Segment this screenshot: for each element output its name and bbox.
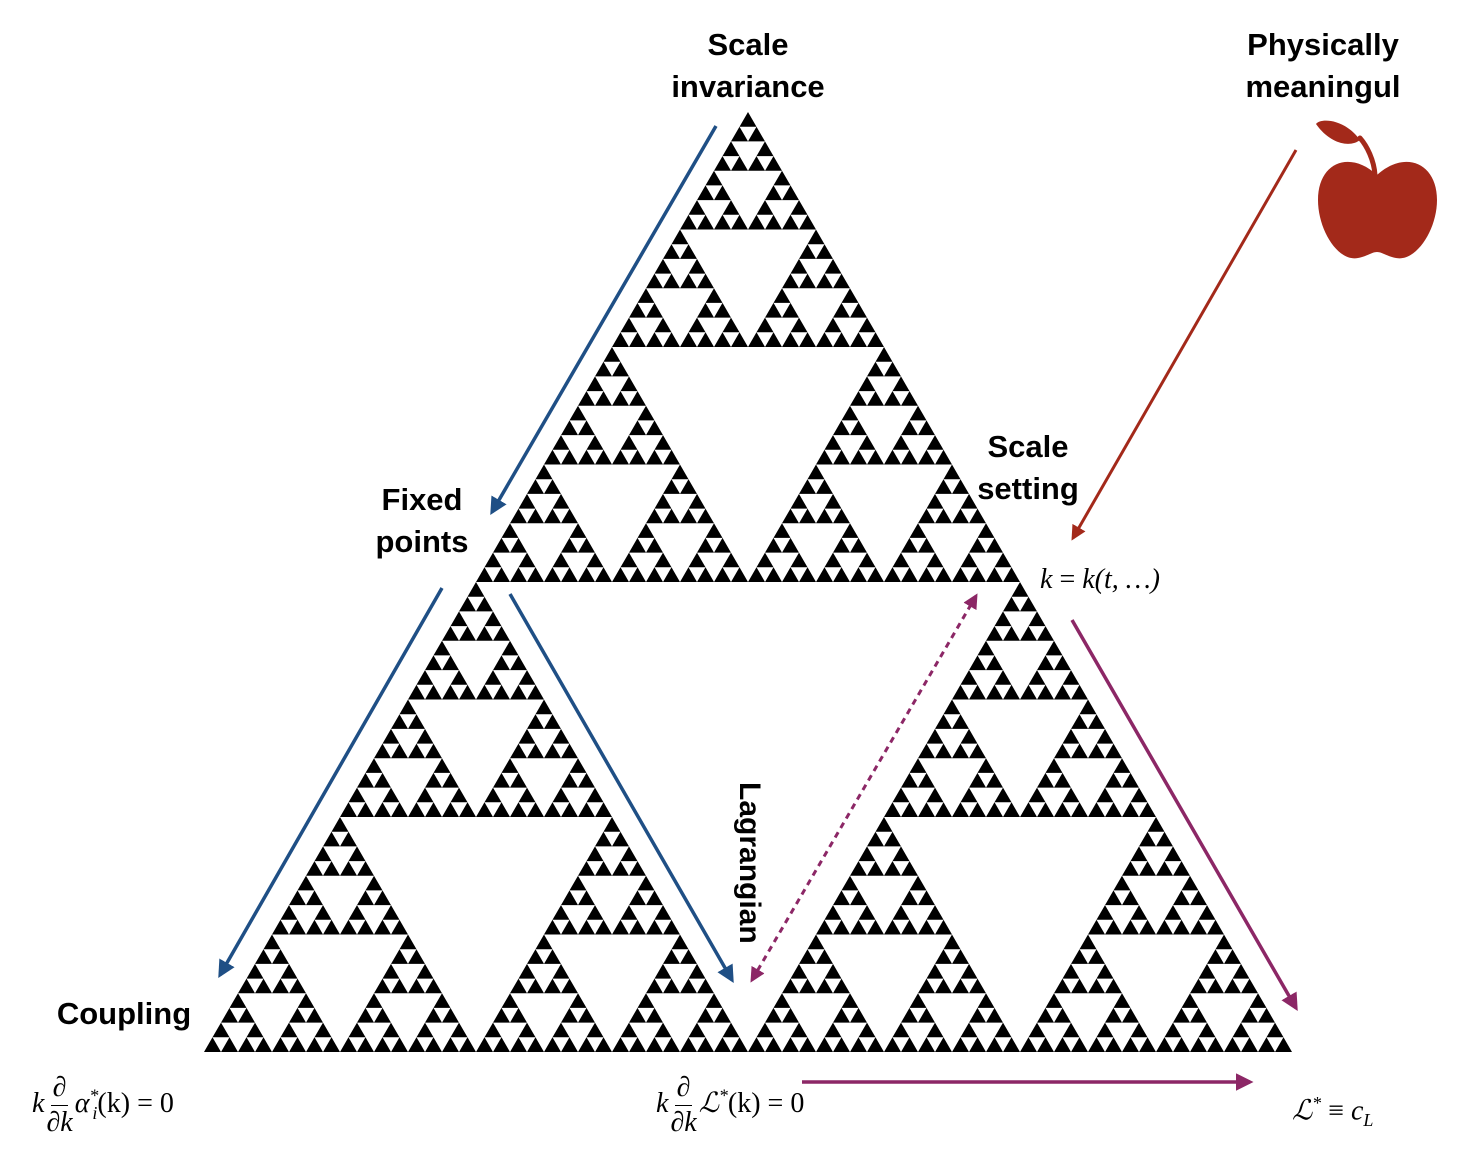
eq-alpha: α (74, 1087, 90, 1119)
eq-c: c (1350, 1095, 1364, 1127)
eq-arg: (k) (727, 1087, 761, 1119)
eq-lagrangian-symbol: ℒ (1292, 1095, 1313, 1127)
arrow-scale-invariance-to-fixed-points (490, 125, 718, 516)
eq-k-of-t: k(t, …) (1082, 564, 1160, 595)
eq-k: k (1040, 564, 1053, 595)
label-scale-invariance-line2: invariance (671, 69, 825, 104)
label-fixed-points: Fixed points (352, 479, 492, 563)
eq-lagrangian-symbol: ℒ (698, 1087, 719, 1119)
eq-den: ∂k (670, 1107, 697, 1138)
label-scale-setting-line1: Scale (987, 429, 1069, 464)
label-physically-meaningful: Physically meaningul (1218, 24, 1428, 108)
eq-star: * (1312, 1093, 1322, 1113)
eq-num: ∂ (50, 1074, 69, 1106)
sierpinski-cells (204, 112, 1292, 1052)
eq-equals: = (1059, 564, 1076, 595)
label-fixed-points-line2: points (375, 524, 469, 559)
label-coupling: Coupling (56, 996, 192, 1031)
equation-scale-relation: k = k(t, …) (1040, 566, 1160, 594)
eq-derivative: ∂∂k (670, 1074, 696, 1137)
eq-derivative: ∂∂k (46, 1074, 72, 1137)
eq-rest: = 0 (137, 1087, 174, 1119)
sierpinski-triangle (204, 112, 1292, 1052)
arrow-physically-meaningful-to-scale-setting (1071, 149, 1298, 541)
arrow-scale-setting-to-lagrangian-constant (1070, 619, 1298, 1012)
eq-star: * (718, 1085, 728, 1106)
eq-prefix-k: k (32, 1087, 45, 1119)
equation-lagrangian-constant: ℒ* ≡ cL (1292, 1094, 1373, 1129)
eq-num: ∂ (674, 1074, 693, 1106)
label-scale-invariance-line1: Scale (707, 27, 789, 62)
eq-den: ∂k (46, 1107, 73, 1138)
label-physically-meaningful-line2: meaningul (1245, 69, 1401, 104)
label-lagrangian: Lagrangian (733, 782, 766, 944)
arrow-fixed-points-to-lagrangian (508, 593, 734, 984)
eq-prefix-k: k (656, 1087, 669, 1119)
label-scale-setting-line2: setting (977, 471, 1079, 506)
label-scale-invariance: Scale invariance (648, 24, 848, 108)
eq-arg: (k) (97, 1087, 131, 1119)
label-physically-meaningful-line1: Physically (1247, 27, 1399, 62)
arrow-lagrangian-scale-setting-dotted (750, 593, 978, 983)
arrow-fixed-points-to-coupling (218, 587, 444, 979)
apple-icon (1316, 120, 1437, 259)
eq-equiv: ≡ (1328, 1095, 1344, 1127)
eq-rest: = 0 (767, 1087, 805, 1119)
eq-sub-i: i (92, 1102, 98, 1123)
label-fixed-points-line1: Fixed (381, 482, 463, 517)
eq-star: * (89, 1085, 99, 1106)
label-scale-setting: Scale setting (960, 426, 1096, 510)
eq-sub-L: L (1363, 1109, 1374, 1130)
